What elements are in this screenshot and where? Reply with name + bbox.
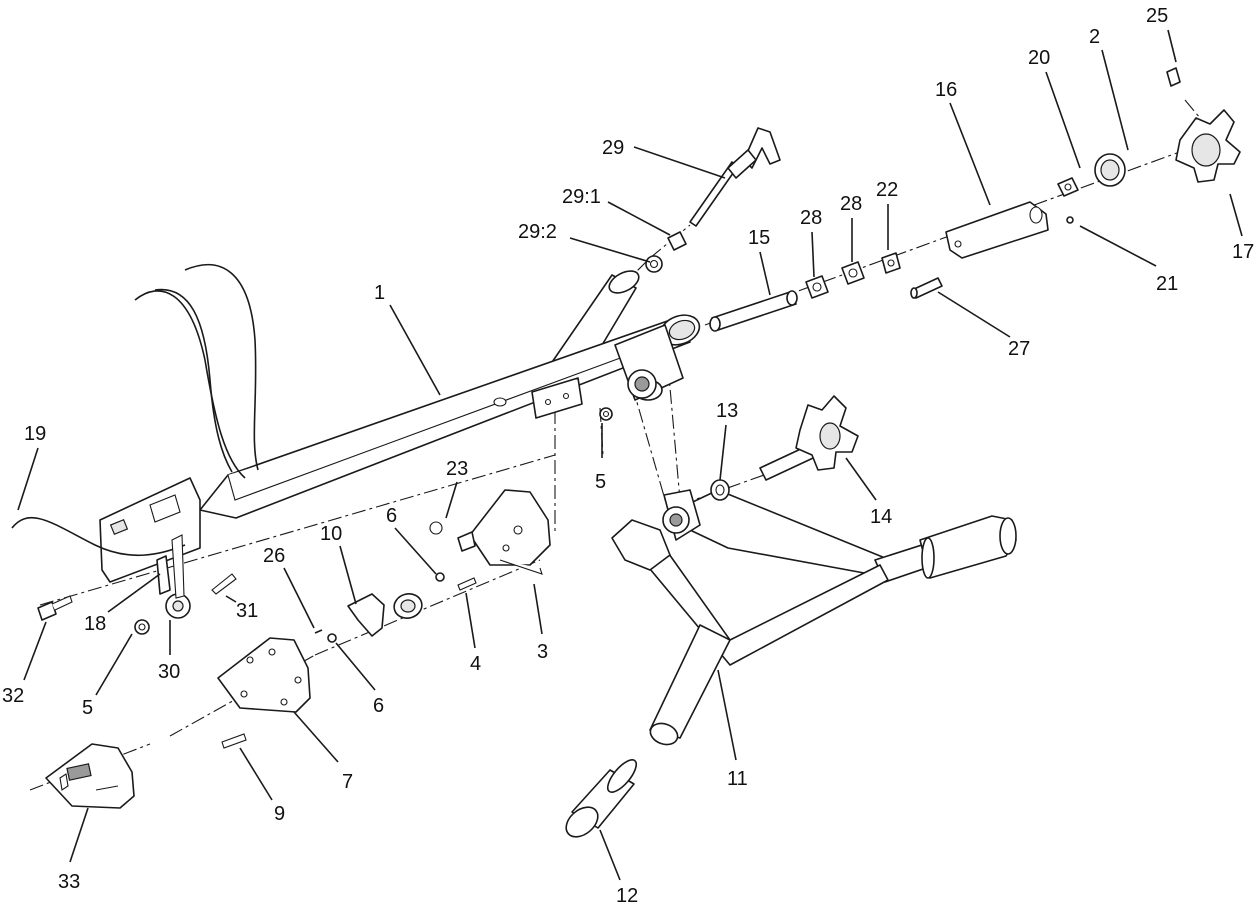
control-plate-assembly bbox=[314, 489, 551, 643]
rear-small-parts bbox=[37, 407, 613, 635]
callout-29-1: 29:1 bbox=[562, 186, 601, 208]
callout-5-upper: 5 bbox=[595, 471, 606, 493]
callout-18: 18 bbox=[84, 613, 106, 635]
callout-28-right: 28 bbox=[840, 193, 862, 215]
callout-13: 13 bbox=[716, 400, 738, 422]
throttle-cable bbox=[11, 263, 259, 557]
upper-rod-parts bbox=[645, 67, 1241, 332]
callout-7: 7 bbox=[342, 771, 353, 793]
callout-19: 19 bbox=[24, 423, 46, 445]
callout-28-left: 28 bbox=[800, 207, 822, 229]
callout-31: 31 bbox=[236, 600, 258, 622]
callout-17: 17 bbox=[1232, 241, 1254, 263]
callout-22: 22 bbox=[876, 179, 898, 201]
callout-4: 4 bbox=[470, 653, 481, 675]
cover-plate bbox=[217, 637, 311, 749]
callout-29: 29 bbox=[602, 137, 624, 159]
handle-assembly bbox=[565, 395, 1017, 838]
callout-5-lower: 5 bbox=[82, 697, 93, 719]
callout-1: 1 bbox=[374, 282, 385, 304]
callout-30: 30 bbox=[158, 661, 180, 683]
callout-25: 25 bbox=[1146, 5, 1168, 27]
callout-21: 21 bbox=[1156, 273, 1178, 295]
callout-27: 27 bbox=[1008, 338, 1030, 360]
callout-20: 20 bbox=[1028, 47, 1050, 69]
callout-33: 33 bbox=[58, 871, 80, 893]
callout-14: 14 bbox=[870, 506, 892, 528]
leader-lines bbox=[17, 29, 1243, 881]
callout-16: 16 bbox=[935, 79, 957, 101]
callout-15: 15 bbox=[748, 227, 770, 249]
callout-2: 2 bbox=[1089, 26, 1100, 48]
callout-32: 32 bbox=[2, 685, 24, 707]
callout-11: 11 bbox=[727, 768, 748, 790]
callout-23: 23 bbox=[446, 458, 468, 480]
callout-6-lower: 6 bbox=[373, 695, 384, 717]
callout-12: 12 bbox=[616, 885, 638, 907]
callout-3: 3 bbox=[537, 641, 548, 663]
callout-10: 10 bbox=[320, 523, 342, 545]
callout-9: 9 bbox=[274, 803, 285, 825]
decal bbox=[45, 743, 135, 809]
callout-26: 26 bbox=[263, 545, 285, 567]
callout-6-upper: 6 bbox=[386, 505, 397, 527]
callout-labels: 25 2 20 16 29 29:1 29:2 28 28 22 15 17 2… bbox=[2, 5, 1254, 907]
callout-29-2: 29:2 bbox=[518, 221, 557, 243]
